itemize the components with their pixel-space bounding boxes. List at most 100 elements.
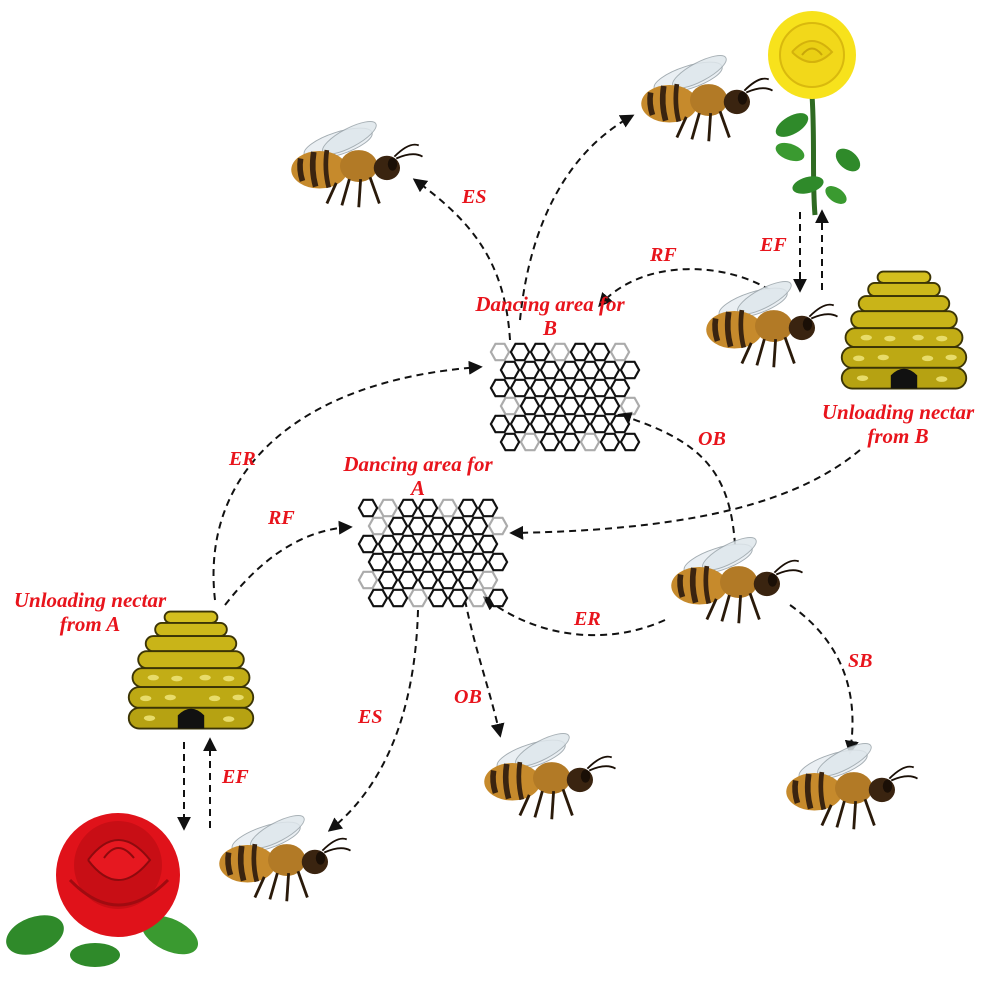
honeycomb-cell [599, 396, 621, 416]
unloading-b-label: Unloading nectar from B [821, 400, 975, 449]
edge-label-er-bottom: ER [574, 608, 601, 630]
honeycomb-cell [609, 414, 631, 434]
honeycomb-cell [579, 360, 601, 380]
honeycomb-cell [579, 396, 601, 416]
arrow-es-top [412, 178, 511, 341]
arrow-to-bee-top-right [519, 114, 635, 321]
honeycomb-cell [529, 378, 551, 398]
honeycomb-cell [427, 516, 449, 536]
bee-icon [219, 810, 350, 902]
bee-icon [484, 728, 615, 820]
honeycomb-cell [599, 432, 621, 452]
honeycomb-cell [357, 498, 379, 518]
edge-label-er-left: ER [229, 448, 256, 470]
honeycomb-cell [509, 414, 531, 434]
edge-label-rf-left: RF [268, 507, 295, 529]
edge-label-sb: SB [848, 650, 873, 672]
honeycomb-cell [619, 432, 641, 452]
honeycomb-cell [417, 570, 439, 590]
honeycomb-cell [539, 432, 561, 452]
honeycomb-cell [519, 396, 541, 416]
honeycomb-cell [477, 498, 499, 518]
honeycomb-cell [619, 396, 641, 416]
honeycomb-cell [509, 378, 531, 398]
honeycomb-cell [377, 570, 399, 590]
honeycomb-cell [579, 432, 601, 452]
honeycomb-cell [427, 552, 449, 572]
honeycomb-cell [477, 534, 499, 554]
honeycomb-cell [519, 360, 541, 380]
dancing-area-b-label: Dancing area for B [475, 292, 625, 341]
edge-label-es-top: ES [462, 186, 487, 208]
red-rose-icon [6, 813, 199, 967]
edge-label-es-bottom: ES [358, 706, 383, 728]
honeycomb-cell [467, 588, 489, 608]
edge-label-ef-top: EF [760, 234, 787, 256]
honeycomb-cell [559, 432, 581, 452]
honeycomb-cell [387, 552, 409, 572]
honeycomb-cell [427, 588, 449, 608]
honeycomb-cell [589, 342, 611, 362]
honeycomb-cell [357, 534, 379, 554]
honeycomb-cell [367, 516, 389, 536]
arrow-rf-top [598, 268, 771, 308]
honeycomb-cell [387, 516, 409, 536]
edge-label-ob-right: OB [698, 428, 726, 450]
honeycomb-cell [367, 588, 389, 608]
honeycomb-cell [467, 552, 489, 572]
honeycomb-cell [559, 360, 581, 380]
honeycomb-cell [599, 360, 621, 380]
arrow-ob-right [617, 411, 736, 546]
honeycomb-cell [619, 360, 641, 380]
honeycomb-cell [489, 378, 511, 398]
arrow-ob-bottom [464, 599, 505, 738]
honeycomb-cell [569, 342, 591, 362]
honeycomb-icon [357, 498, 509, 608]
honeycomb-cell [437, 498, 459, 518]
honeycomb-cell [397, 570, 419, 590]
edge-label-ob-bottom: OB [454, 686, 482, 708]
honeycomb-cell [417, 498, 439, 518]
arrow-sb [789, 604, 859, 755]
honeycomb-cell [367, 552, 389, 572]
bee-icon [786, 738, 917, 830]
honeycomb-cell [489, 342, 511, 362]
honeycomb-cell [397, 534, 419, 554]
honeycomb-cell [417, 534, 439, 554]
honeycomb-cell [407, 552, 429, 572]
dancing-area-a-label: Dancing area for A [343, 452, 493, 501]
honeycomb-cell [457, 570, 479, 590]
honeycomb-cell [609, 342, 631, 362]
arrow-unload-b-to-a [509, 449, 861, 540]
honeycomb-cell [377, 498, 399, 518]
edge-label-ef-bottom: EF [222, 766, 249, 788]
beehive-icon [840, 270, 968, 390]
honeycomb-cell [529, 342, 551, 362]
honeycomb-cell [437, 534, 459, 554]
honeycomb-cell [437, 570, 459, 590]
honeycomb-cell [387, 588, 409, 608]
honeycomb-cell [569, 414, 591, 434]
honeycomb-cell [519, 432, 541, 452]
honeycomb-cell [549, 414, 571, 434]
honeycomb-cell [529, 414, 551, 434]
honeycomb-cell [357, 570, 379, 590]
edge-label-rf-top: RF [650, 244, 677, 266]
bee-icon [291, 116, 422, 208]
honeycomb-cell [589, 378, 611, 398]
bee-icon [641, 50, 772, 142]
honeycomb-cell [609, 378, 631, 398]
honeycomb-cell [487, 552, 509, 572]
honeycomb-cell [397, 498, 419, 518]
honeycomb-cell [539, 396, 561, 416]
honeycomb-cell [407, 516, 429, 536]
honeycomb-cell [589, 414, 611, 434]
honeycomb-cell [539, 360, 561, 380]
honeycomb-cell [569, 378, 591, 398]
honeycomb-cell [447, 516, 469, 536]
unloading-a-label: Unloading nectar from A [13, 588, 167, 637]
honeycomb-icon [489, 342, 641, 452]
bee-icon [671, 532, 802, 624]
honeycomb-cell [487, 588, 509, 608]
